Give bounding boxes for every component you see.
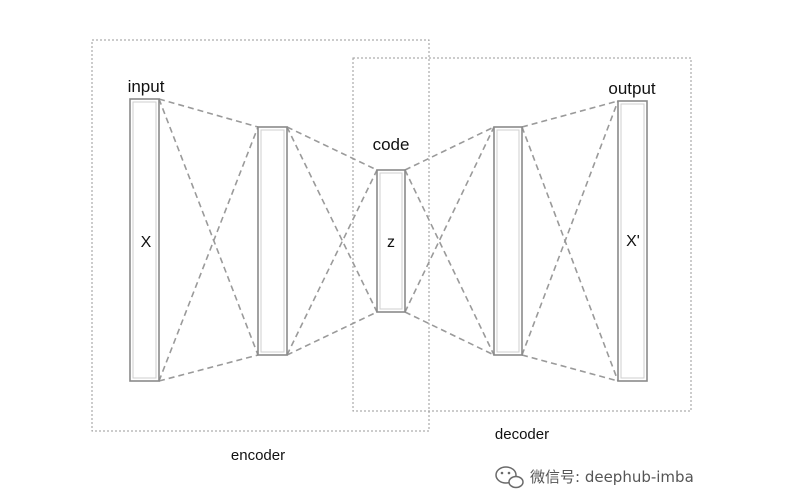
encoder-hidden-layer xyxy=(257,126,288,356)
connection-line xyxy=(404,311,495,356)
connections xyxy=(158,98,619,382)
x-label: X xyxy=(141,234,152,251)
watermark: 微信号: deephub-imba xyxy=(495,466,694,489)
input-label: input xyxy=(128,77,165,96)
connection-line xyxy=(404,126,495,313)
connection-line xyxy=(286,126,378,171)
connection-line xyxy=(521,126,619,382)
connection-line xyxy=(286,126,378,313)
encoder-box xyxy=(91,39,430,432)
connection-line xyxy=(158,98,259,356)
decoder-label: decoder xyxy=(495,426,549,443)
connection-line xyxy=(158,126,259,382)
connection-line xyxy=(286,169,378,356)
watermark-text: 微信号: deephub-imba xyxy=(530,468,694,486)
encoder-label: encoder xyxy=(231,447,285,464)
wechat-icon xyxy=(495,466,524,489)
decoder-box xyxy=(352,57,692,412)
connection-line xyxy=(521,100,619,128)
connection-line xyxy=(158,354,259,382)
output-label: output xyxy=(608,79,656,98)
output-layer xyxy=(617,100,648,382)
connection-line xyxy=(521,354,619,382)
z-label: z xyxy=(387,234,395,251)
decoder-hidden-layer xyxy=(493,126,523,356)
code-layer xyxy=(376,169,406,313)
input-layer xyxy=(129,98,160,382)
connection-line xyxy=(158,98,259,128)
connection-line xyxy=(404,126,495,171)
connection-line xyxy=(286,311,378,356)
x-prime-label: X' xyxy=(626,233,640,250)
code-label: code xyxy=(373,135,410,154)
connection-line xyxy=(521,100,619,356)
connection-line xyxy=(404,169,495,356)
